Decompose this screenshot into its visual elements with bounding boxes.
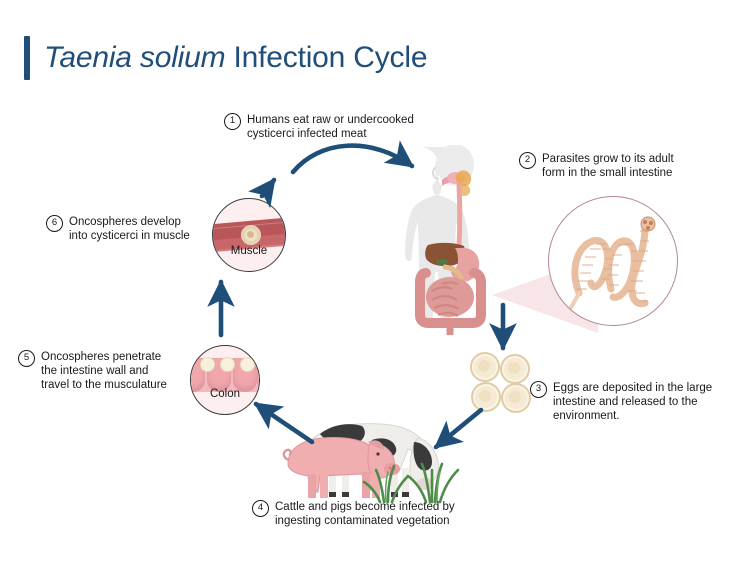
colon-caption: Colon [209,388,241,400]
muscle-caption: Muscle [230,245,268,257]
step-1-badge: 1 [224,113,241,130]
tapeworm-inset [548,196,678,326]
grass-icon-highlight [384,471,441,503]
colon-villi [191,358,259,392]
step-5-badge: 5 [18,350,35,367]
step-2: 2 Parasites grow to its adult form in th… [519,152,719,180]
egg-icon [500,354,530,384]
step-6-badge: 6 [46,215,63,232]
egg-icon [470,352,500,382]
oncosphere-icon [220,357,235,372]
pig-and-cow-icon [282,423,460,504]
arrow-meat-to-human [290,140,415,175]
step-4: 4 Cattle and pigs become infected by ing… [252,500,487,528]
arrow-muscle-to-meat [248,177,277,209]
page-title: Taenia solium Infection Cycle [24,36,428,80]
step-2-badge: 2 [519,152,536,169]
human-figure [398,144,513,343]
step-4-badge: 4 [252,500,269,517]
cysticercus-icon [241,225,261,245]
oncosphere-icon [240,357,255,372]
pig-icon [282,437,400,498]
title-accent-bar [24,36,30,80]
egg-icon [501,383,531,413]
step-5: 5 Oncospheres penetrate the intestine wa… [18,350,203,392]
step-3-badge: 3 [530,381,547,398]
step-3: 3 Eggs are deposited in the large intest… [530,381,735,423]
oncosphere-icon [200,357,215,372]
title-species: Taenia solium [44,41,226,74]
animals-group [280,412,485,504]
step-1: 1 Humans eat raw or undercooked cysticer… [224,113,439,141]
step-3-text: Eggs are deposited in the large intestin… [553,382,713,422]
step-6-text: Oncospheres develop into cysticerci in m… [69,216,190,242]
step-6: 6 Oncospheres develop into cysticerci in… [46,215,211,243]
grass-icon [362,462,460,504]
eggs-group [470,352,532,414]
step-4-text: Cattle and pigs become infected by inges… [275,501,455,527]
colon-inset: Colon [190,345,260,415]
human-body-icon [405,144,486,343]
title-rest: Infection Cycle [225,41,428,74]
muscle-inset: Muscle [212,198,286,272]
step-5-text: Oncospheres penetrate the intestine wall… [41,351,167,391]
step-2-text: Parasites grow to its adult form in the … [542,153,674,179]
tapeworm-icon [567,216,656,313]
title-text: Taenia solium Infection Cycle [44,41,428,75]
step-1-text: Humans eat raw or undercooked cysticerci… [247,114,414,140]
egg-icon [471,382,501,412]
